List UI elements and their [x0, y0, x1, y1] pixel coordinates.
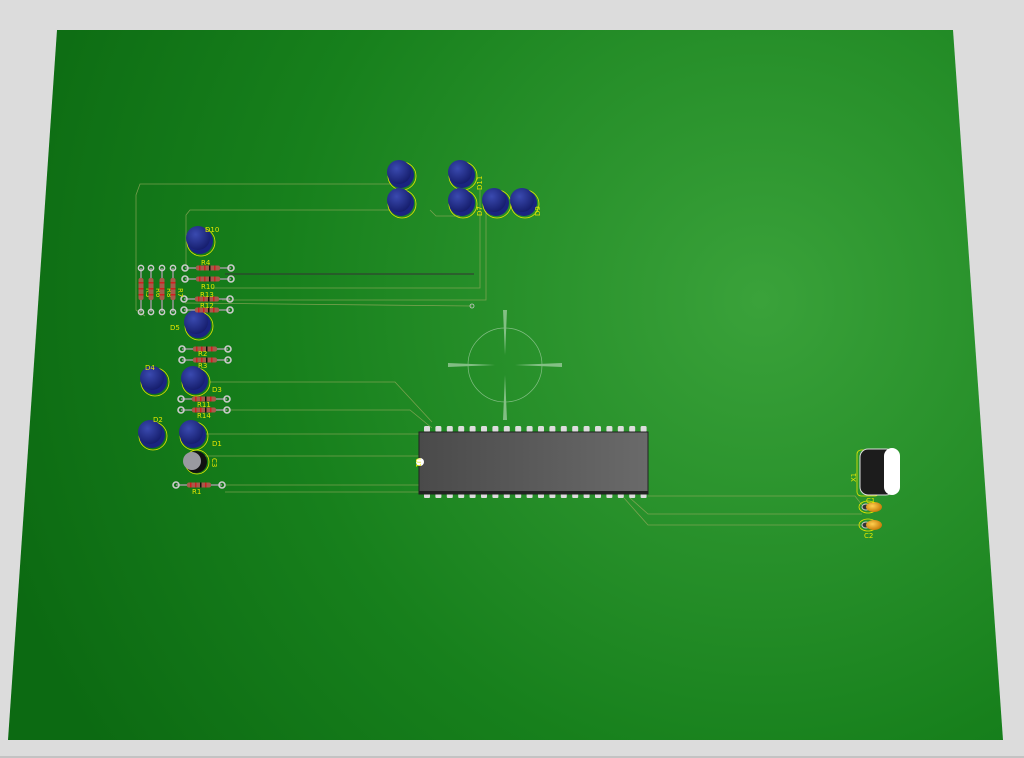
ic-pin [549, 426, 556, 432]
led[interactable] [482, 188, 512, 219]
resistor-vertical[interactable] [158, 264, 166, 316]
traces [135, 183, 863, 526]
silkscreen-label: R5 [144, 288, 152, 297]
silkscreen-label: R6 [154, 288, 162, 298]
silkscreen-label: D11 [476, 176, 484, 190]
ic-pin [560, 426, 567, 432]
pin1-notch-icon [416, 458, 424, 466]
ic-pin [629, 426, 636, 432]
ic-pin [583, 426, 590, 432]
silkscreen-label: D3 [212, 386, 222, 394]
ic-pin [458, 426, 465, 432]
resistor[interactable] [180, 306, 234, 314]
resistor[interactable] [177, 395, 231, 403]
silkscreen-label: C1 [866, 497, 875, 505]
ic-pin [435, 426, 442, 432]
silkscreen-label: R10 [201, 283, 215, 291]
resistor[interactable] [181, 275, 235, 283]
ic-pin [572, 426, 579, 432]
silkscreen-label: D1 [212, 440, 222, 448]
resistor[interactable] [178, 356, 232, 364]
silkscreen-label: C3 [210, 458, 218, 467]
led[interactable] [387, 188, 417, 219]
silkscreen-label: D2 [153, 416, 163, 424]
silkscreen-label: R2 [198, 350, 207, 358]
resistor-vertical[interactable] [137, 264, 145, 316]
silkscreen-label: D7 [476, 206, 484, 216]
led[interactable] [186, 226, 216, 257]
ic-pin [469, 426, 476, 432]
resistor-vertical[interactable] [147, 264, 155, 316]
led[interactable] [181, 366, 211, 397]
silkscreen-label: D10 [205, 226, 219, 234]
silkscreen-label: R1 [192, 488, 201, 496]
silkscreen-label: U1 [414, 458, 422, 468]
resistor[interactable] [177, 406, 231, 414]
silkscreen-label: D9 [534, 206, 542, 216]
board-surface [8, 30, 1003, 740]
silkscreen-label: R8 [165, 288, 173, 297]
ic-pin [595, 426, 601, 432]
silkscreen-label: D5 [170, 324, 180, 332]
resistor-vertical[interactable] [169, 264, 177, 316]
ic-pin [640, 426, 647, 432]
led[interactable] [510, 188, 540, 219]
silkscreen-label: R3 [198, 362, 207, 370]
ic-pin [515, 426, 522, 432]
ic-pin [538, 426, 544, 432]
resistor[interactable] [172, 481, 226, 489]
silkscreen-label: X1 [850, 473, 858, 482]
ic-pin [446, 426, 453, 432]
ic-pin [424, 426, 430, 432]
silkscreen-label: C2 [864, 532, 873, 540]
silkscreen-label: R14 [197, 412, 211, 420]
silkscreen-label: R11 [197, 401, 211, 409]
resistor[interactable] [178, 345, 232, 353]
crystal-oscillator[interactable] [856, 448, 900, 497]
ic-pin [617, 426, 624, 432]
silkscreen-label: R12 [200, 302, 214, 310]
led[interactable] [448, 160, 478, 191]
origin-crosshair [448, 310, 562, 420]
silkscreen-label: R4 [201, 259, 211, 267]
led[interactable] [387, 160, 417, 191]
resistor[interactable] [180, 295, 234, 303]
electrolytic-capacitor[interactable] [183, 449, 210, 475]
resistor[interactable] [181, 264, 235, 272]
ic-chip[interactable] [416, 426, 649, 498]
silkscreen-label: R13 [200, 291, 214, 299]
led[interactable] [140, 366, 170, 397]
ceramic-capacitor[interactable] [858, 500, 882, 514]
ic-pin [492, 426, 499, 432]
silkscreen-label: D4 [145, 364, 155, 372]
ic-pin [503, 426, 510, 432]
led[interactable] [448, 188, 478, 219]
ic-pin [606, 426, 613, 432]
led[interactable] [184, 310, 214, 341]
silkscreen-label: R7 [176, 288, 184, 297]
ic-pin [526, 426, 533, 432]
ic-pin [481, 426, 487, 432]
ceramic-capacitor[interactable] [858, 518, 882, 532]
led[interactable] [138, 420, 168, 451]
